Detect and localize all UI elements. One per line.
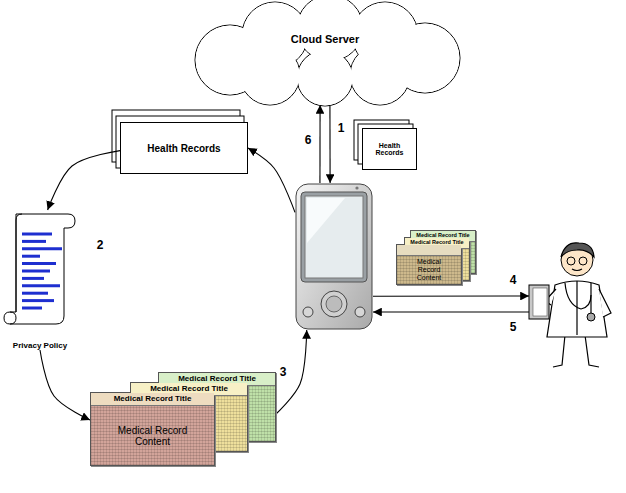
stethoscope xyxy=(590,295,591,313)
card-title-bar: Medical Record Title xyxy=(91,393,214,406)
step-number: 3 xyxy=(278,366,289,379)
policy-text-line xyxy=(22,247,62,250)
privacy-policy-scroll: Privacy Policy xyxy=(2,210,78,350)
phone-button xyxy=(303,307,313,317)
card-title: Medical Record Title xyxy=(178,374,256,383)
privacy-policy-scroll-art xyxy=(2,210,78,328)
phone-led xyxy=(355,186,358,189)
policy-text-line xyxy=(22,299,54,302)
policy-text-line xyxy=(22,307,42,310)
doctor-arm xyxy=(599,289,611,317)
phone-body xyxy=(296,184,372,329)
pda-device xyxy=(295,183,373,330)
card-title: Medical Record Title xyxy=(150,384,228,393)
card-title: Medical Record Title xyxy=(114,394,192,403)
cloud-fill xyxy=(351,46,410,105)
cloud-server-art xyxy=(180,0,470,105)
card-title-bar xyxy=(397,245,461,256)
doctor-glasses xyxy=(567,257,575,265)
phone-screen xyxy=(305,196,363,278)
phone-button xyxy=(321,291,347,317)
record-card: Health Records xyxy=(362,128,417,170)
connector-arrow xyxy=(48,151,120,210)
step-number: 6 xyxy=(303,134,314,147)
medical-record-card: Medical Record Content xyxy=(396,244,462,285)
policy-text-line xyxy=(22,240,46,243)
step-number: 5 xyxy=(508,321,519,334)
connector-arrow xyxy=(248,148,295,212)
scroll-curl xyxy=(16,214,22,312)
cloud-outline xyxy=(297,50,353,106)
scroll-curl xyxy=(10,312,16,324)
step-number: 1 xyxy=(336,122,347,135)
policy-text-line xyxy=(22,277,44,280)
record-card: Health Records xyxy=(120,122,248,174)
connector-arrow xyxy=(276,330,307,414)
doctor-folder xyxy=(529,285,549,319)
stethoscope-disc xyxy=(587,313,595,321)
doctor-leg xyxy=(553,335,565,367)
policy-label: Privacy Policy xyxy=(13,341,67,350)
doctor-figure xyxy=(525,235,625,370)
policy-text-line xyxy=(22,233,52,236)
scroll-paper xyxy=(4,214,75,324)
record-title: Health Records xyxy=(367,142,412,156)
connector-arrow xyxy=(319,105,320,183)
cloud-label: Cloud Server xyxy=(291,33,359,45)
policy-text-line xyxy=(22,292,48,295)
step-number: 4 xyxy=(508,274,519,287)
policy-text-line xyxy=(22,262,56,265)
phone-button xyxy=(326,296,342,312)
cloud-fill xyxy=(298,51,353,106)
policy-text-line xyxy=(22,255,40,258)
cloud-fill xyxy=(241,46,300,105)
screen-glare xyxy=(307,198,345,243)
medical-record-card: Medical Record TitleMedical Record Conte… xyxy=(90,392,215,466)
connector-arrow xyxy=(40,350,90,420)
card-content: Medical Record Content xyxy=(99,425,206,447)
doctor-figure-art xyxy=(525,235,625,370)
record-title: Health Records xyxy=(147,143,220,154)
connector-arrow xyxy=(373,295,529,296)
folder-paper xyxy=(533,288,547,316)
policy-text-line xyxy=(22,284,60,287)
phone-button xyxy=(355,307,365,317)
doctor-leg xyxy=(585,335,599,367)
doctor-glasses xyxy=(579,257,587,265)
connector-arrow xyxy=(373,311,529,312)
card-body: Medical Record Content xyxy=(91,406,214,465)
policy-text-line xyxy=(22,270,50,273)
doctor-hair xyxy=(561,243,594,257)
card-content: Medical Record Content xyxy=(405,258,453,282)
stethoscope xyxy=(565,283,591,309)
card-body: Medical Record Content xyxy=(397,256,461,285)
cloud-server: Cloud Server xyxy=(180,0,470,105)
doctor-mouth xyxy=(572,269,582,271)
step-number: 2 xyxy=(95,239,106,252)
phone-bezel xyxy=(301,192,367,282)
pda-device-art xyxy=(295,183,373,330)
connector-arrow xyxy=(329,105,330,183)
